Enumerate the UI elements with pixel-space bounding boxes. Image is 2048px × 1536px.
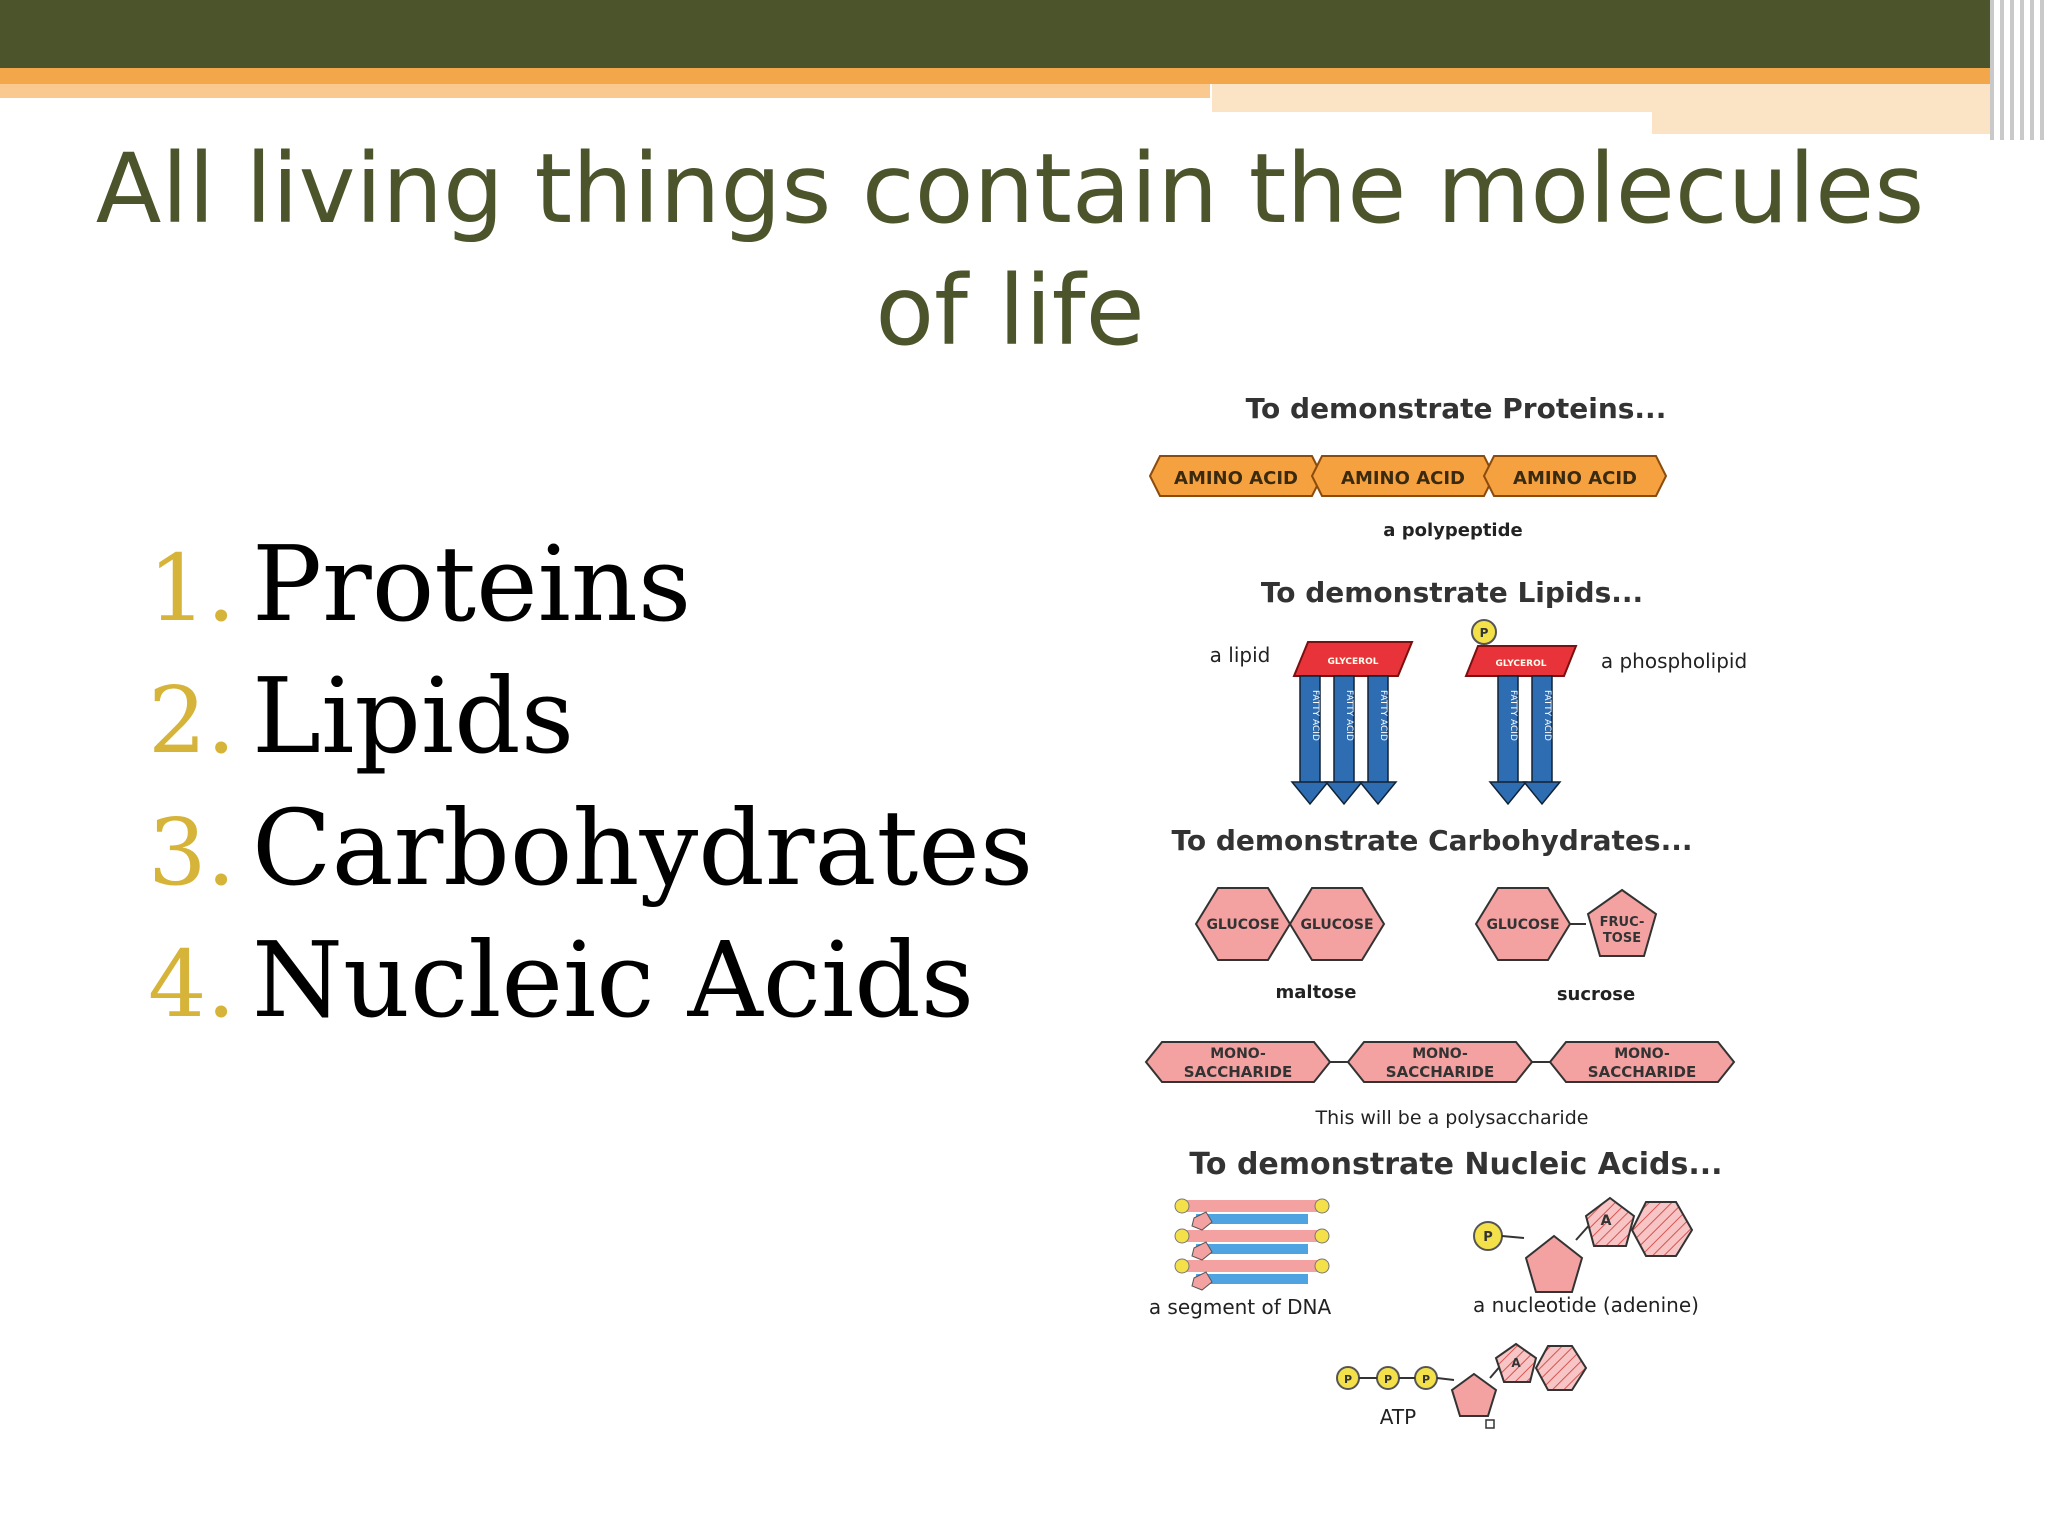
monosaccharide-label: MONO- [1412, 1046, 1468, 1062]
phosphate-label: P [1344, 1373, 1352, 1386]
monosaccharide-label: MONO- [1614, 1046, 1670, 1062]
sugar-pentagon [1524, 1234, 1584, 1293]
fatty-acid-arrow: FATTY ACID [1290, 675, 1330, 806]
glycerol-label: GLYCEROL [1496, 659, 1547, 669]
list-item: 4.Nucleic Acids [148, 914, 1033, 1046]
phospholipid-molecule: P GLYCEROL FATTY ACID FATTY ACID [1464, 619, 1578, 806]
fructose-label: TOSE [1603, 931, 1641, 946]
list-number: 3. [148, 799, 236, 906]
amino-acid-block [1482, 455, 1668, 497]
molecules-diagram: To demonstrate Proteins... AMINO ACID AM… [1144, 392, 1747, 1429]
accent-stripe [0, 68, 1990, 84]
fructose-label: FRUC- [1600, 915, 1645, 930]
list-label: Proteins [252, 523, 692, 645]
amino-acid-label: AMINO ACID [1341, 468, 1465, 489]
accent-stripe-light [0, 84, 1210, 98]
phosphate-icon [1471, 619, 1497, 645]
monosaccharide-label: SACCHARIDE [1184, 1063, 1292, 1081]
polysaccharide-chain: MONO- SACCHARIDE MONO- SACCHARIDE MONO- … [1144, 1041, 1736, 1083]
dna-segment-icon [1174, 1198, 1330, 1291]
list-number: 2. [148, 667, 236, 774]
carbs-heading: To demonstrate Carbohydrates... [1171, 824, 1692, 857]
adenine-pentagon [1584, 1196, 1636, 1247]
glucose-hexagon [1288, 887, 1386, 961]
atp-icon: P P P A [1336, 1342, 1588, 1429]
fructose-pentagon [1586, 888, 1658, 957]
fatty-acid-arrow: FATTY ACID [1522, 675, 1562, 806]
monosaccharide-block [1144, 1041, 1332, 1083]
glycerol-block [1464, 645, 1578, 677]
adenine-label: A [1511, 1356, 1521, 1370]
glucose-hexagon [1194, 887, 1292, 961]
corner-stripes [1990, 0, 2048, 140]
nucleic-heading: To demonstrate Nucleic Acids... [1189, 1147, 1722, 1182]
fatty-acid-arrow: FATTY ACID [1358, 675, 1398, 806]
list-label: Lipids [252, 655, 575, 777]
list-label: Nucleic Acids [252, 919, 975, 1041]
monosaccharide-label: MONO- [1210, 1046, 1266, 1062]
nucleotide-icon: P A [1473, 1196, 1694, 1293]
amino-acid-label: AMINO ACID [1513, 468, 1637, 489]
fatty-acid-arrow: FATTY ACID [1324, 675, 1364, 806]
phospholipid-label: a phospholipid [1601, 649, 1747, 673]
list-number: 1. [148, 535, 236, 642]
header-band [0, 0, 2048, 68]
nucleotide-label: a nucleotide (adenine) [1473, 1293, 1699, 1317]
adenine-hexagon [1630, 1201, 1694, 1257]
lipids-heading: To demonstrate Lipids... [1261, 576, 1643, 609]
glucose-label: GLUCOSE [1300, 917, 1373, 933]
list-label: Carbohydrates [252, 787, 1034, 909]
phosphate-label: P [1384, 1373, 1392, 1386]
molecule-list: 1.Proteins 2.Lipids 3.Carbohydrates 4.Nu… [148, 518, 1033, 1046]
sucrose-molecule: GLUCOSE FRUC- TOSE [1474, 887, 1658, 961]
fatty-acid-label: FATTY ACID [1508, 690, 1518, 741]
list-item: 3.Carbohydrates [148, 782, 1033, 914]
polysaccharide-label: This will be a polysaccharide [1315, 1107, 1589, 1129]
phosphate-label: P [1483, 1230, 1493, 1245]
list-item: 1.Proteins [148, 518, 1033, 650]
polypeptide-chain: AMINO ACID AMINO ACID AMINO ACID [1148, 455, 1668, 497]
maltose-molecule: GLUCOSE GLUCOSE [1194, 887, 1386, 961]
amino-acid-block [1310, 455, 1496, 497]
fatty-acid-label: FATTY ACID [1310, 690, 1320, 741]
lipid-label: a lipid [1210, 643, 1271, 667]
fatty-acid-label: FATTY ACID [1542, 690, 1552, 741]
polypeptide-label: a polypeptide [1383, 520, 1522, 541]
adenine-label: A [1601, 1213, 1612, 1229]
amino-acid-block [1148, 455, 1324, 497]
phosphate-label: P [1422, 1373, 1430, 1386]
list-number: 4. [148, 931, 236, 1038]
fatty-acid-label: FATTY ACID [1344, 690, 1354, 741]
slide-title: All living things contain the molecules … [95, 133, 1925, 367]
fatty-acid-label: FATTY ACID [1378, 690, 1388, 741]
amino-acid-label: AMINO ACID [1174, 468, 1298, 489]
list-item: 2.Lipids [148, 650, 1033, 782]
fatty-acid-arrow: FATTY ACID [1488, 675, 1528, 806]
dna-segment-label: a segment of DNA [1149, 1295, 1332, 1319]
monosaccharide-label: SACCHARIDE [1588, 1063, 1696, 1081]
lipid-molecule: GLYCEROL FATTY ACID FATTY ACID FATTY ACI… [1290, 641, 1414, 806]
phosphate-label: P [1480, 626, 1489, 640]
glucose-hexagon [1474, 887, 1572, 961]
glucose-label: GLUCOSE [1206, 917, 1279, 933]
monosaccharide-label: SACCHARIDE [1386, 1063, 1494, 1081]
maltose-label: maltose [1276, 982, 1357, 1003]
glycerol-block [1292, 641, 1414, 677]
accent-stripe-gap [1212, 112, 1652, 136]
proteins-heading: To demonstrate Proteins... [1246, 392, 1667, 425]
glycerol-label: GLYCEROL [1328, 657, 1379, 667]
atp-label: ATP [1380, 1405, 1416, 1429]
glucose-label: GLUCOSE [1486, 917, 1559, 933]
sucrose-label: sucrose [1557, 984, 1635, 1005]
